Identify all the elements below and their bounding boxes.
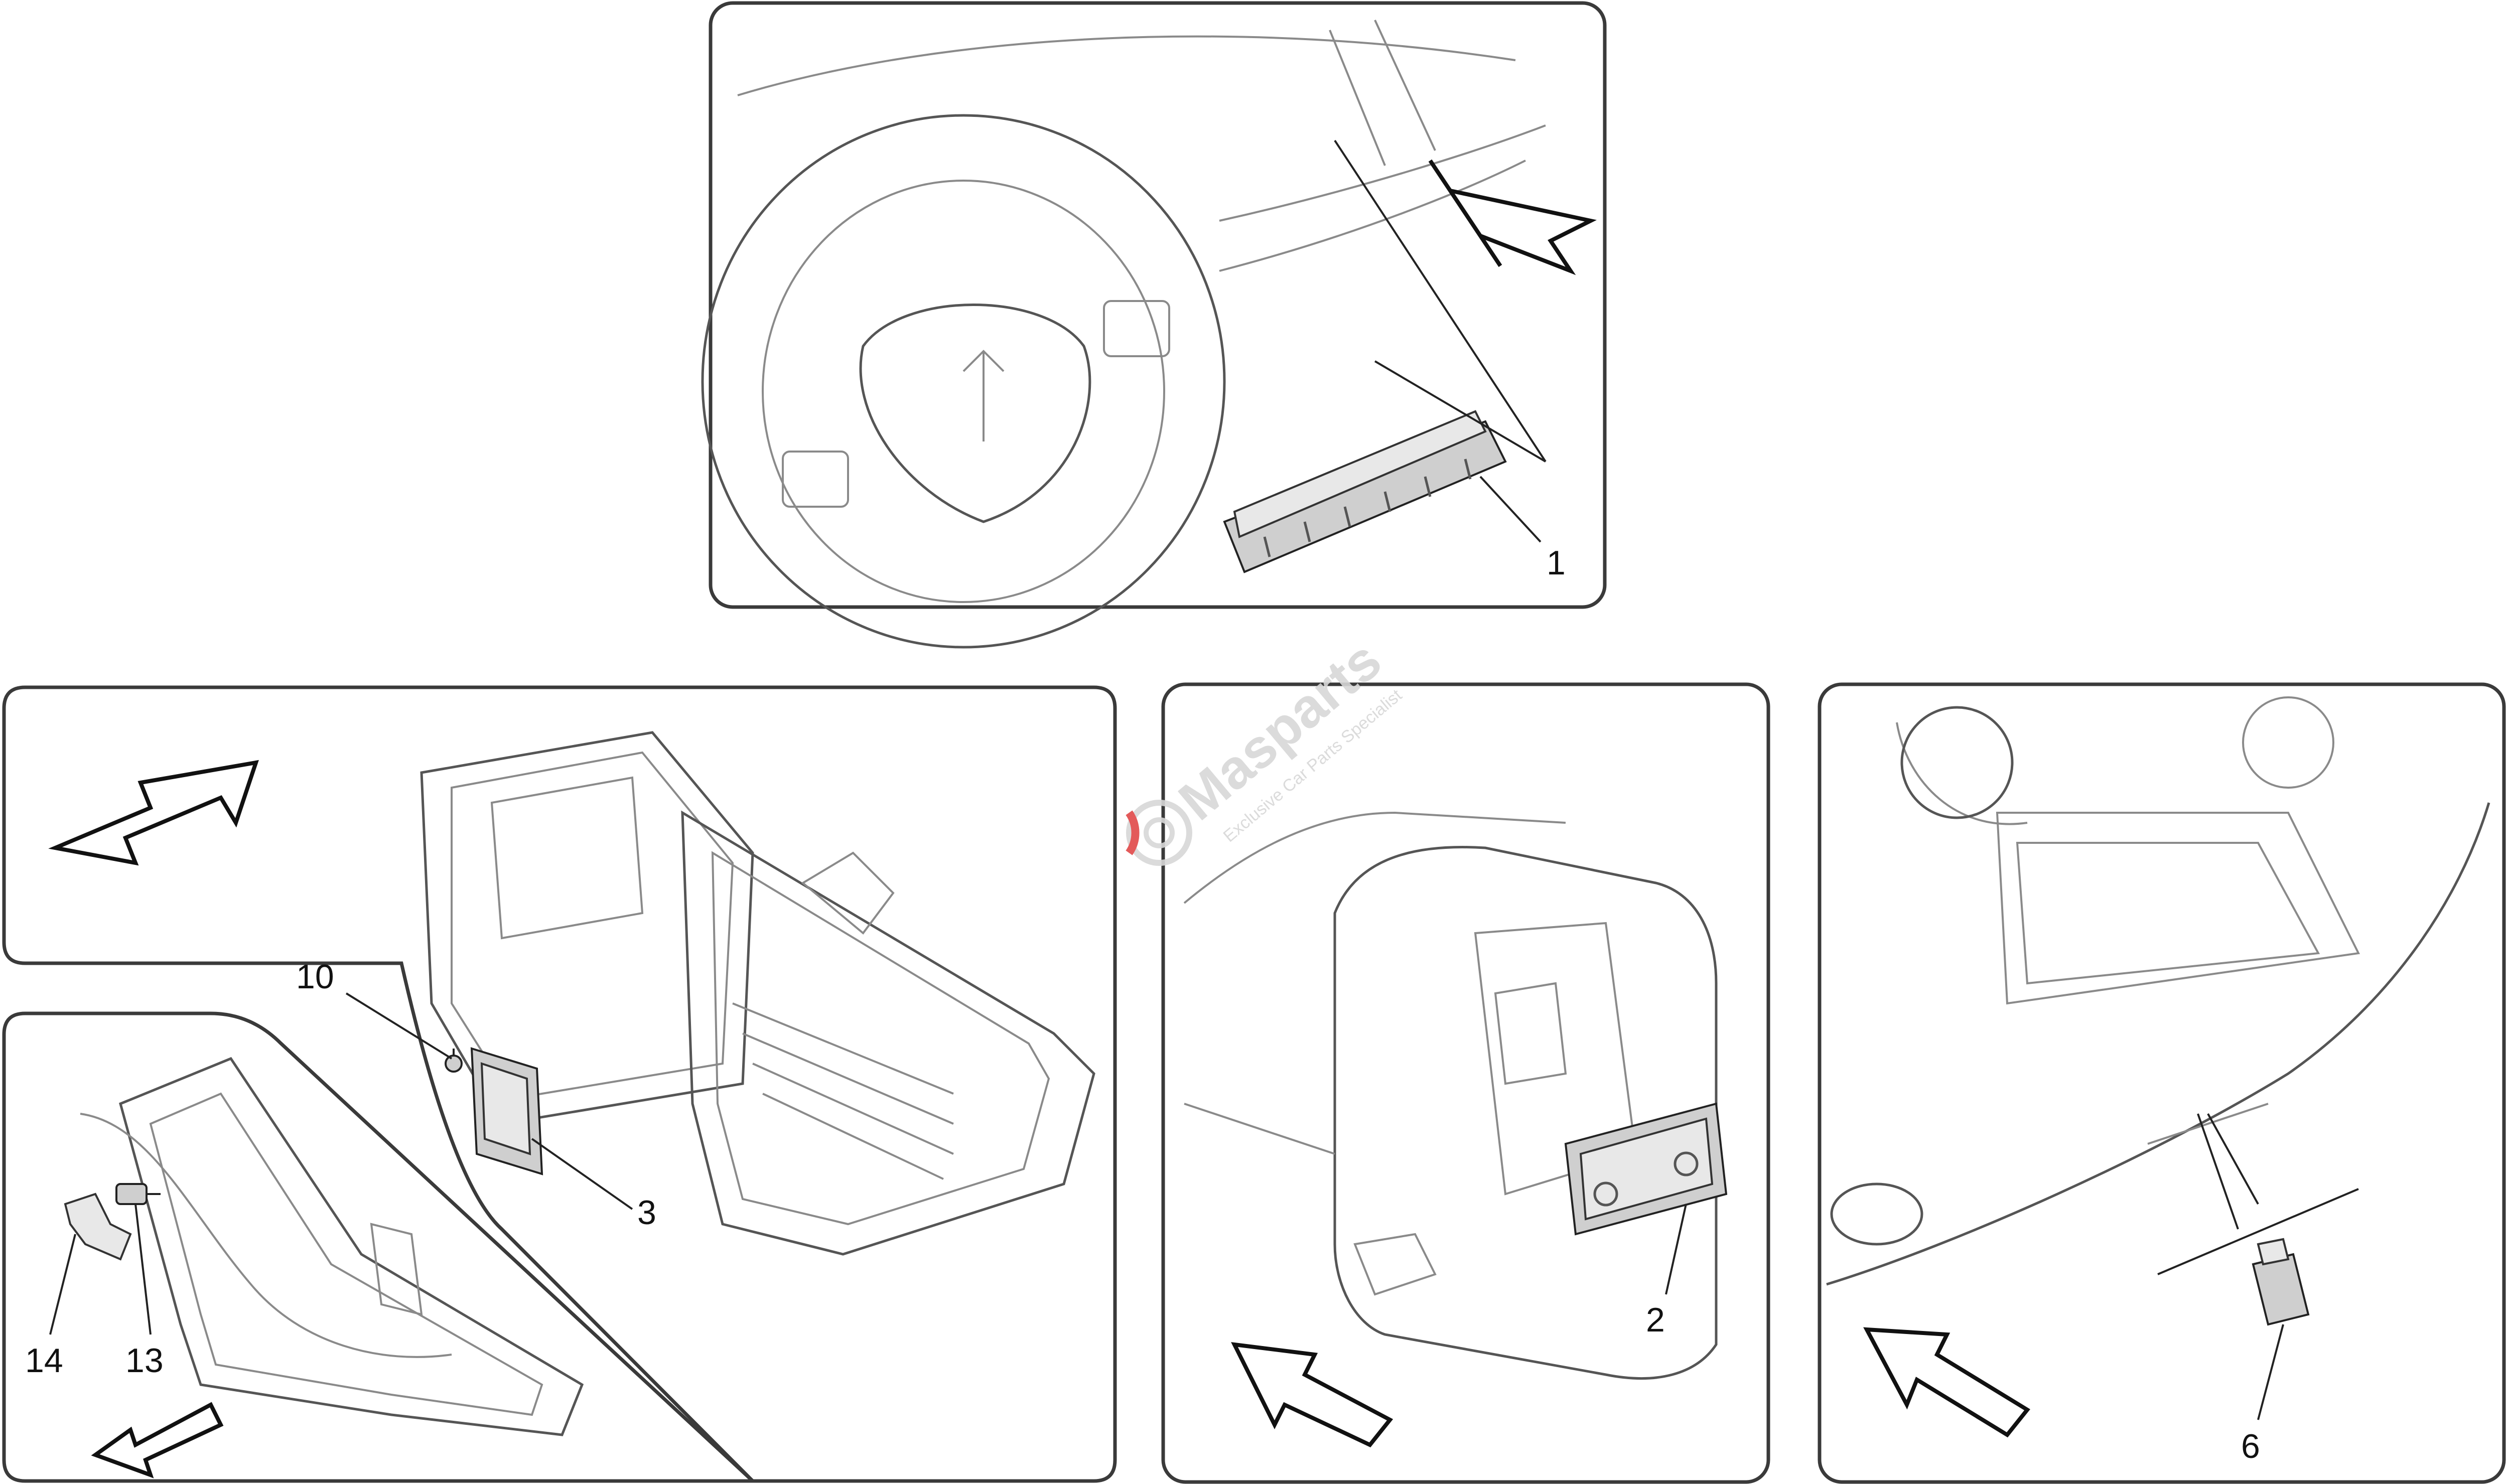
dash-line (737, 35, 1516, 96)
callout-14: 14 (25, 1342, 63, 1380)
panel-steering-wheel-controls: 1 (701, 1, 1607, 649)
leader-line (134, 1204, 152, 1335)
sensor-part (115, 1183, 161, 1205)
panel-frame (709, 1, 1607, 609)
callout-13: 13 (125, 1342, 164, 1380)
dashboard-body (1826, 696, 2490, 1286)
leader-line (1665, 1204, 1687, 1295)
panel-hvac-unit: 10 3 (2, 685, 1117, 1483)
view-direction-arrow-icon (48, 760, 259, 866)
view-direction-arrow-icon (91, 1402, 224, 1478)
wheel-button-right (1103, 300, 1170, 357)
panel-frame (1161, 682, 1770, 1484)
dash-line (1219, 160, 1526, 272)
trident-logo-icon (962, 350, 1005, 441)
floor-air-duct (80, 1057, 584, 1436)
sensor-switch-part (2252, 1238, 2310, 1326)
airbag-cover (859, 304, 1091, 523)
dash-line (1374, 20, 1436, 151)
callout-1: 1 (1547, 544, 1566, 582)
screw-part (445, 1049, 463, 1073)
callout-10: 10 (296, 958, 334, 996)
panel-frame (2, 1011, 757, 1483)
steering-wheel-rim (701, 114, 1226, 649)
view-direction-arrow-icon (1428, 159, 1597, 275)
panel-dashboard-underside: 6 (1818, 682, 2506, 1484)
leader-line (1479, 476, 1542, 543)
panel-floor-duct: 14 13 (2, 1011, 757, 1483)
leader-line (345, 992, 453, 1060)
hvac-actuator-module (470, 1047, 543, 1175)
view-direction-arrow-icon (1231, 1342, 1393, 1447)
panel-rear-console-vent: 2 (1161, 682, 1770, 1484)
panel-frame (2, 685, 1117, 1483)
climate-control-module (1223, 410, 1507, 573)
view-direction-arrow-icon (1863, 1327, 2030, 1438)
hvac-housing (420, 731, 1095, 1256)
bracket-part (64, 1193, 132, 1261)
callout-3: 3 (637, 1194, 656, 1232)
dash-line (1329, 30, 1386, 166)
leader-line (1334, 139, 1547, 463)
dash-line (1219, 124, 1546, 222)
leader-line (2157, 1113, 2359, 1275)
callout-6: 6 (2241, 1427, 2260, 1465)
rear-vent-control-panel (1564, 1102, 1728, 1236)
steering-wheel-inner (762, 180, 1165, 603)
leader-line (49, 1234, 76, 1335)
callout-2: 2 (1646, 1301, 1665, 1339)
wheel-button-left (782, 451, 849, 508)
leader-line (531, 1138, 633, 1210)
masparts-gear-logo-icon (1126, 800, 1192, 866)
panel-frame (1818, 682, 2506, 1484)
leader-line (2257, 1324, 2284, 1420)
